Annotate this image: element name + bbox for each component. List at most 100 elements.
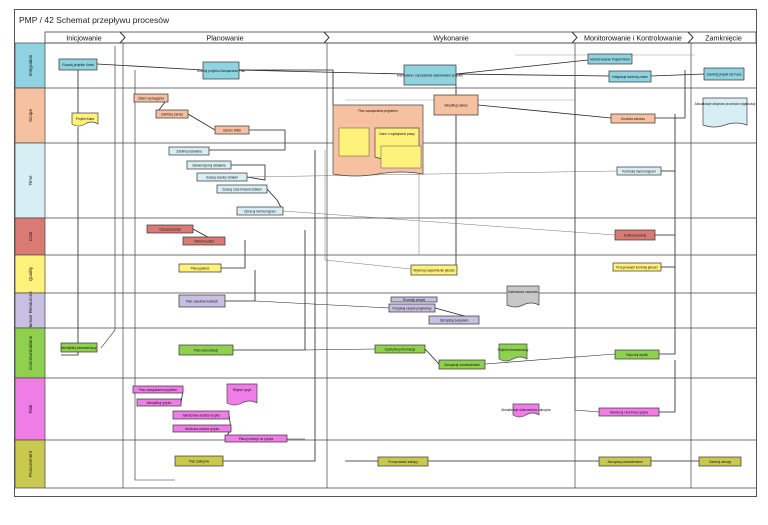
process-box-label: Zarządzaj zespołem — [440, 318, 469, 322]
process-box-plan-hr: Plan zasobów ludzkich — [178, 294, 226, 308]
document-label: Aktualizacje aktywów procesów organizacj… — [695, 102, 756, 106]
document-note — [380, 145, 422, 169]
process-box-label: Utwórz WBS — [223, 128, 241, 132]
process-box-oczek: Zarządzaj oczekiwaniami — [438, 359, 486, 370]
process-box-label: Dystrybuuj informacje — [385, 347, 416, 351]
phase-label: Monitorowanie i Kontrolowanie — [584, 33, 682, 42]
process-box-shape — [216, 184, 268, 194]
flow-connector — [225, 270, 256, 302]
document-label: Dane o wydajności pracy — [379, 132, 415, 136]
document-label: Rejestr ryzyk — [233, 388, 252, 392]
document-shape — [498, 343, 528, 362]
process-box-label: Sekwencjonuj działania — [192, 163, 225, 167]
process-box-ilosc-ryz: Ilościowa analiza ryzyka — [172, 424, 232, 433]
flow-connector — [455, 59, 589, 75]
process-box-label: Monitoruj i kontroluj ryzyka — [610, 410, 648, 414]
process-box-zakres: Zdefiniuj zakres — [155, 109, 189, 119]
document-label: Aktualizacje dokumentów zakupów — [501, 408, 551, 412]
process-box-shape — [60, 342, 98, 353]
process-box-harm: Opracuj harmonogram — [236, 206, 284, 216]
process-box-weryf: Weryfikuj zakres — [433, 94, 479, 116]
process-box-shape — [196, 172, 248, 182]
process-box-kontr-zakr: Kontrola zakresu — [610, 113, 656, 124]
document-doc-kalend: Kalendarze zasobów — [506, 285, 540, 308]
document-doc-zamk: Aktualizacje aktywów procesów organizacj… — [695, 97, 756, 128]
flow-connector — [100, 46, 116, 349]
process-box-reakcje: Planuj reakcje na ryzyka — [224, 434, 288, 443]
flow-connector — [477, 104, 612, 119]
flow-connector — [424, 348, 440, 365]
process-box-zamk-zak: Zamknij zakupy — [698, 456, 742, 467]
process-box-plan-kom: Plan komunikacji — [178, 344, 234, 356]
process-box-label: Plan zasobów ludzkich — [186, 299, 218, 303]
process-box-label: Zdefiniuj działania — [176, 149, 202, 153]
process-box-label: Szacuj czas trwania działań — [222, 187, 261, 191]
process-box-shape — [146, 224, 194, 234]
process-box-plan-int: Rozwój projektu Zarządzania Plan — [197, 61, 246, 80]
process-box-czas: Szacuj czas trwania działań — [216, 184, 268, 194]
process-box-plan-ryz: Plan zarządzania ryzykiem — [132, 385, 184, 394]
lane-label: Cost — [28, 231, 33, 241]
flow-connector — [223, 150, 316, 462]
process-box-shape — [186, 160, 232, 170]
process-box-shape — [172, 410, 230, 420]
process-box-shape — [698, 456, 742, 467]
process-box-shape — [174, 455, 224, 467]
lane-label: Risk — [28, 404, 33, 414]
process-box-zamk-int: Zamknij projekt lub Faza — [703, 67, 745, 81]
lane-header — [15, 327, 46, 379]
process-box-label: Oszacuj koszty — [159, 227, 181, 231]
process-box-koszty: Oszacuj koszty — [146, 224, 194, 234]
process-box-pozysk: Pozyskaj zespół projektowy — [388, 303, 436, 313]
page-title: PMP / 42 Schemat przepływu procesów — [19, 15, 170, 25]
process-box-label: Plan zarządzania ryzykiem — [139, 388, 177, 392]
process-box-interes: Identyfikuj interesariuszy — [60, 342, 98, 353]
process-box-label: Zamknij zakupy — [709, 460, 732, 464]
process-box-label: Integracja kontrolą zmian — [612, 75, 648, 79]
process-box-shape — [224, 434, 288, 443]
process-box-label: Zamknij projekt lub Faza — [707, 72, 742, 76]
process-box-label: Raportuj wyniki — [626, 353, 648, 357]
process-box-label: Kontrola zakresu — [621, 117, 645, 121]
process-box-shape — [428, 315, 480, 325]
flow-connector — [239, 69, 334, 105]
process-box-ident-ryz: Identyfikuj ryzyka — [136, 398, 182, 407]
document-note — [338, 127, 370, 157]
process-box-label: Rozwój projektu Zarządzania Plan — [197, 69, 246, 73]
flow-connector — [134, 70, 175, 481]
process-box-label: Planuj reakcje na ryzyka — [239, 437, 274, 441]
process-box-budzet: Określ budżet — [182, 236, 226, 246]
process-box-shape — [587, 53, 633, 65]
process-box-shape — [214, 125, 250, 135]
flow-connector — [246, 170, 618, 178]
process-box-label: Opracuj harmonogram — [244, 209, 276, 213]
flow-connector — [187, 113, 216, 131]
flow-connector — [304, 348, 376, 351]
process-box-label: Identyfikuj interesariuszy — [62, 346, 97, 350]
process-box-shape — [168, 146, 210, 156]
diagram-frame: PMP / 42 Schemat przepływu procesów Inic… — [14, 9, 757, 497]
document-label: Kalendarze zasobów — [508, 290, 538, 294]
process-box-label: Monitorowanie Projekt Work — [590, 57, 630, 61]
process-box-shape — [132, 385, 184, 394]
process-box-shape — [374, 344, 426, 354]
process-box-label: Określ budżet — [194, 239, 214, 243]
lane-label: Procurement — [28, 450, 33, 477]
lane-label: Time — [28, 175, 33, 185]
process-box-label: Zarządzaj oczekiwaniami — [444, 363, 480, 367]
process-box-shape — [202, 61, 240, 80]
process-box-label: Weryfikuj zakres — [444, 103, 468, 107]
process-box-mon-int: Monitorowanie Projekt Work — [587, 53, 633, 65]
process-box-shape — [616, 166, 662, 176]
lane-header — [15, 87, 46, 144]
phase-arrow — [571, 31, 578, 44]
process-box-zbieranie: Zbierz wymagania — [133, 93, 169, 103]
process-box-shape — [390, 296, 438, 303]
lane-header — [15, 377, 46, 441]
process-box-plan-zak: Plan Zakupów — [174, 455, 224, 467]
document-shape — [71, 112, 99, 127]
process-box-monit-ryz: Monitoruj i kontroluj ryzyka — [598, 407, 660, 417]
process-box-label: Przeprowadź zakupy — [388, 460, 418, 464]
process-box-def-dz: Zdefiniuj działania — [168, 146, 210, 156]
